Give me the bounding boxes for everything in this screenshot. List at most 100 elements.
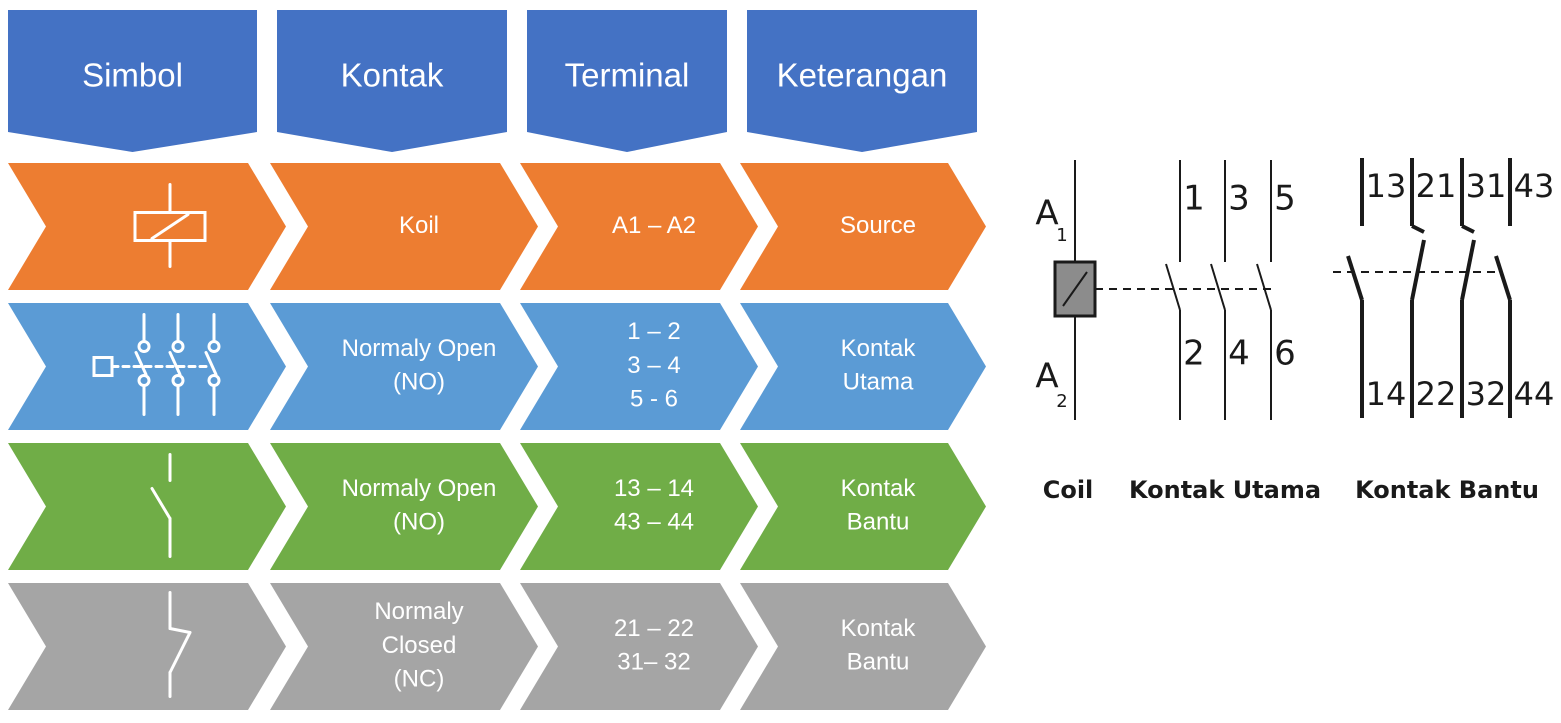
chevron-shape xyxy=(270,443,538,570)
chevron-shape xyxy=(740,443,986,570)
chevron-shape xyxy=(270,303,538,430)
main-contacts-caption: Kontak Utama xyxy=(1129,476,1321,504)
terminal-cell: A1 – A2 xyxy=(520,163,758,290)
row-main-contact: Normaly Open (NO) 1 – 2 3 – 4 5 - 6 KontakUta… xyxy=(8,303,986,430)
keterangan-cell: Source xyxy=(740,163,986,290)
terminal-text: 3 – 4 xyxy=(627,352,680,379)
chevron-shape xyxy=(740,163,986,290)
kontak-cell: Normaly Open (NO) xyxy=(270,303,538,430)
main-top-terminal: 3 xyxy=(1228,179,1250,219)
coil-caption: Coil xyxy=(1043,476,1094,504)
coil-a1-subscript: 1 xyxy=(1056,225,1067,246)
chevron-shape xyxy=(270,583,538,710)
kontak-text: Koil xyxy=(399,212,439,239)
kontak-text: (NO) xyxy=(393,509,445,536)
aux-top-terminal: 43 xyxy=(1514,167,1555,205)
header-shape xyxy=(747,10,977,152)
kontak-text: (NC) xyxy=(394,665,445,692)
coil-a2-label: A xyxy=(1035,357,1058,397)
keterangan-text: Kontak xyxy=(841,335,917,362)
header-shape xyxy=(8,10,257,152)
aux-contacts-schematic: 13 14 21 22 31 32 43 44 xyxy=(1333,158,1554,418)
kontak-cell: Normaly Open (NO) xyxy=(270,443,538,570)
keterangan-text: Utama xyxy=(843,369,914,396)
main-top-terminal: 1 xyxy=(1183,179,1205,219)
aux-contacts-caption: Kontak Bantu xyxy=(1355,476,1539,504)
keterangan-text: Bantu xyxy=(847,649,910,676)
chevron-shape xyxy=(8,163,286,290)
header-label: Kontak xyxy=(341,57,444,94)
kontak-text: Normaly xyxy=(374,598,463,625)
aux-top-terminal: 31 xyxy=(1466,167,1507,205)
terminal-text: 13 – 14 xyxy=(614,475,694,502)
terminal-cell: 13 – 14 43 – 44 xyxy=(520,443,758,570)
aux-bottom-terminal: 14 xyxy=(1366,375,1407,413)
kontak-text: Normaly Open xyxy=(342,335,497,362)
header-label: Simbol xyxy=(82,57,183,94)
coil-a1-label: A xyxy=(1035,194,1058,234)
aux-bottom-terminal: 22 xyxy=(1416,375,1457,413)
aux-bottom-terminal: 44 xyxy=(1514,375,1555,413)
keterangan-text: Source xyxy=(840,212,916,239)
chevron-shape xyxy=(740,583,986,710)
terminal-text: 5 - 6 xyxy=(630,385,678,412)
coil-a2-subscript: 2 xyxy=(1056,391,1067,412)
symbol-cell xyxy=(8,443,286,570)
terminal-text: 31– 32 xyxy=(617,649,690,676)
chevron-shape xyxy=(520,163,758,290)
symbol-cell xyxy=(8,303,286,430)
kontak-text: Closed xyxy=(382,632,457,659)
terminal-text: A1 – A2 xyxy=(612,212,696,239)
terminal-cell: 21 – 22 31– 32 xyxy=(520,583,758,710)
header-simbol: Simbol xyxy=(8,10,257,152)
header-label: Terminal xyxy=(565,57,690,94)
main-bottom-terminal: 4 xyxy=(1228,334,1250,374)
no-symbol-icon xyxy=(150,453,172,558)
aux-top-terminal: 13 xyxy=(1366,167,1407,205)
terminal-cell: 1 – 2 3 – 4 5 - 6 xyxy=(520,303,758,430)
header-shape xyxy=(527,10,727,152)
terminal-text: 43 – 44 xyxy=(614,509,694,536)
row-coil: Koil A1 – A2 Source xyxy=(8,163,986,290)
coil-symbol-icon xyxy=(133,183,207,268)
main-top-terminal: 5 xyxy=(1274,179,1296,219)
main-bottom-terminal: 6 xyxy=(1274,334,1296,374)
header-keterangan: Keterangan xyxy=(747,10,977,152)
header-label: Keterangan xyxy=(777,57,948,94)
chevron-shape xyxy=(740,303,986,430)
kontak-cell: Koil xyxy=(270,163,538,290)
keterangan-text: Kontak xyxy=(841,615,917,642)
header-terminal: Terminal xyxy=(527,10,727,152)
terminal-text: 21 – 22 xyxy=(614,615,694,642)
aux-top-terminal: 21 xyxy=(1416,167,1457,205)
terminal-text: 1 – 2 xyxy=(627,318,680,345)
header-shape xyxy=(277,10,507,152)
header-kontak: Kontak xyxy=(277,10,507,152)
keterangan-text: Bantu xyxy=(847,509,910,536)
chevron-shape xyxy=(8,583,286,710)
main-symbol-icon xyxy=(92,313,221,416)
keterangan-text: Kontak xyxy=(841,475,917,502)
chevron-shape xyxy=(520,583,758,710)
row-aux-no: Normaly Open (NO) 13 – 14 43 – 44 KontakBant… xyxy=(8,443,986,570)
kontak-text: Normaly Open xyxy=(342,475,497,502)
chevron-shape xyxy=(520,443,758,570)
chevron-shape xyxy=(8,443,286,570)
symbol-cell xyxy=(8,163,286,290)
chevron-shape xyxy=(520,303,758,430)
nc-symbol-icon xyxy=(168,591,192,698)
symbol-cell xyxy=(8,583,286,710)
kontak-text: (NO) xyxy=(393,369,445,396)
aux-bottom-terminal: 32 xyxy=(1466,375,1507,413)
chevron-shape xyxy=(270,163,538,290)
